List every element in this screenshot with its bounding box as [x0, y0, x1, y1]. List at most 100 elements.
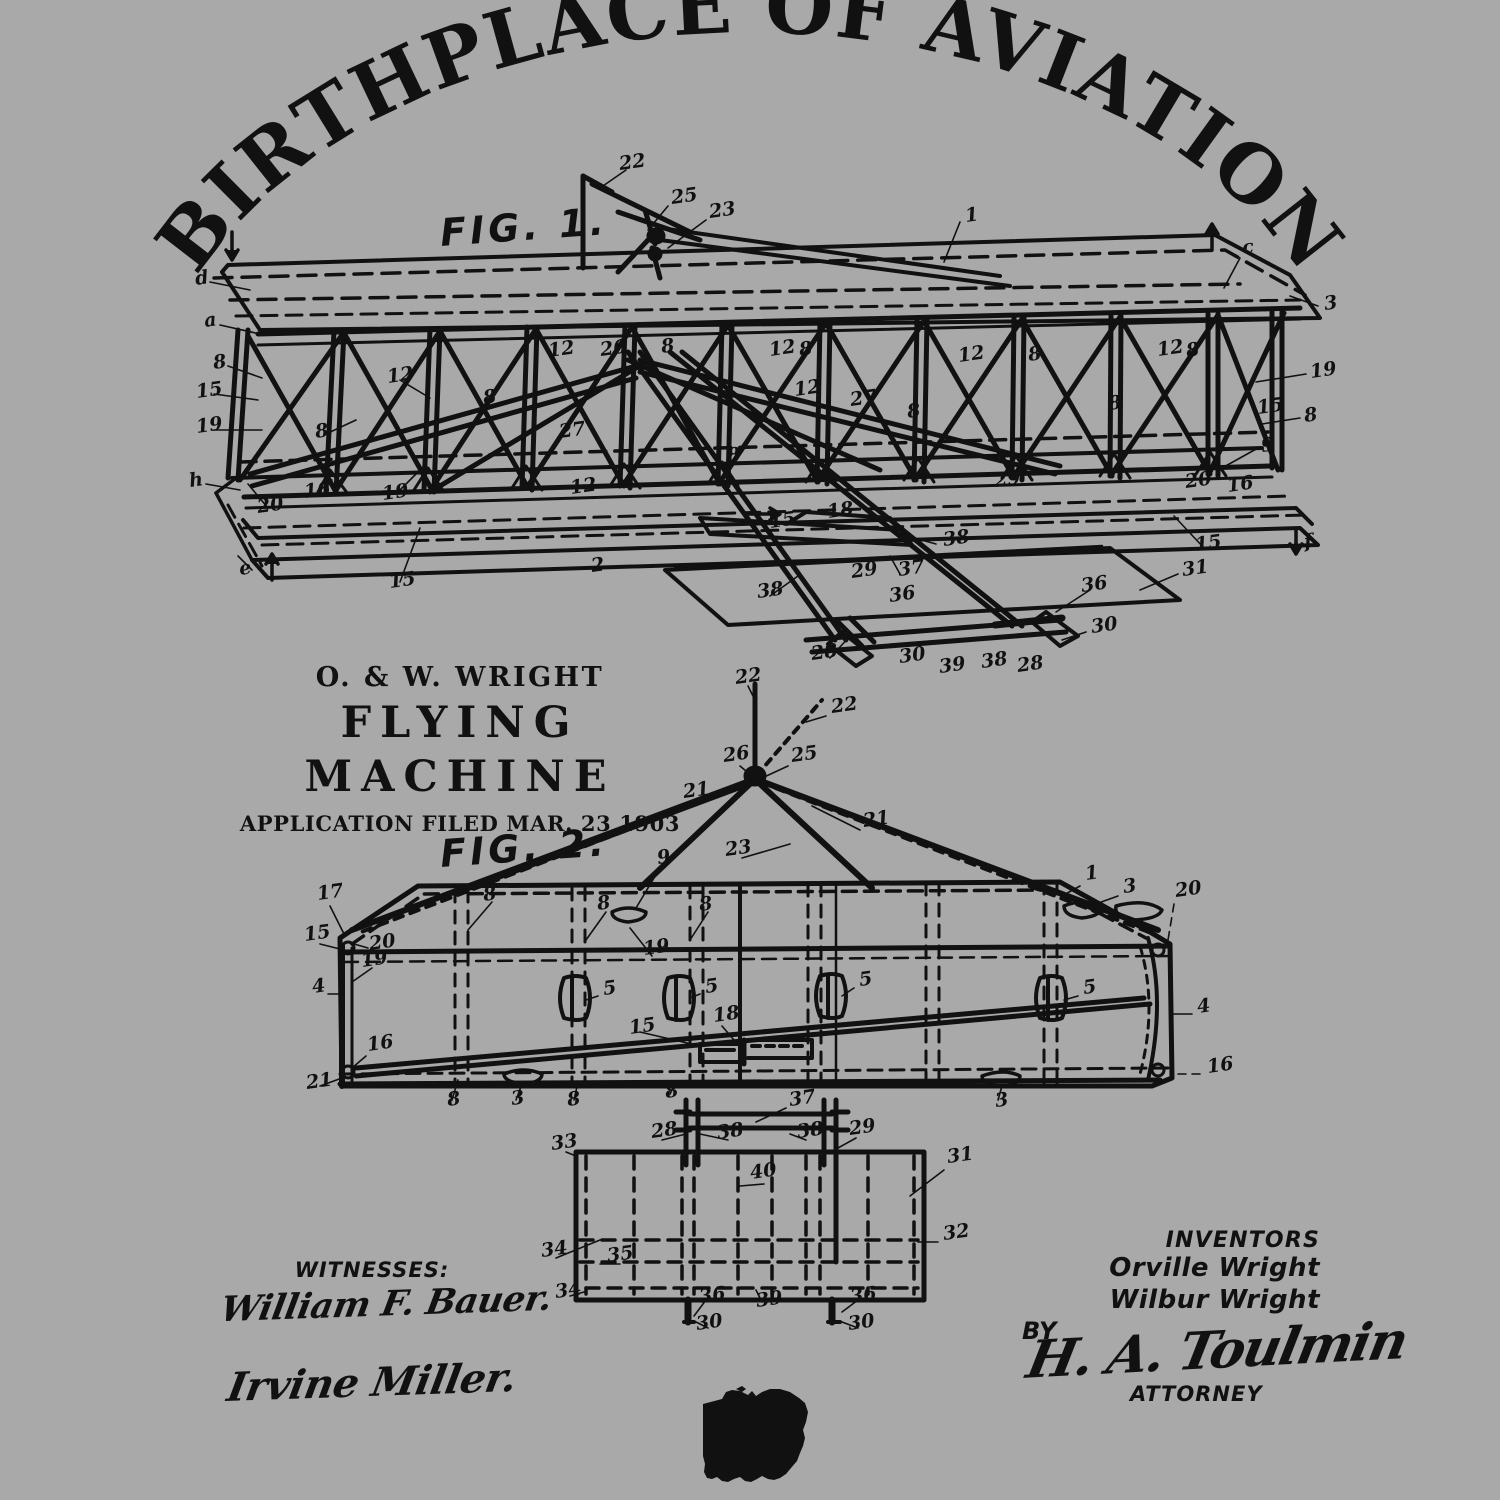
- fig1-callout-19-9: 19: [381, 479, 410, 504]
- fig1-callout-h-5: h: [188, 468, 205, 492]
- fig1-callout-3-33: 3: [1323, 291, 1339, 315]
- fig1-callout-30-57: 30: [898, 642, 927, 667]
- fig1-callout-30-55: 30: [1090, 612, 1119, 637]
- fig1-callout-36-52: 36: [888, 581, 917, 606]
- ohio-state-silhouette: [703, 1386, 808, 1482]
- fig2-callout-8-17: 8: [697, 892, 714, 916]
- fig2-callout-5-22: 5: [1082, 975, 1098, 999]
- fig1-callout-8-25: 8: [725, 443, 742, 467]
- fig1-callout-26-15: 26: [598, 335, 628, 361]
- fig1-callout-31-54: 31: [1181, 555, 1210, 580]
- fig2-callout-18-24: 18: [712, 1001, 741, 1026]
- fig1-callout-20-44: 20: [1183, 467, 1213, 493]
- fig2-callout-16-12: 16: [366, 1030, 395, 1055]
- fig2-callout-8-33: 8: [663, 1079, 680, 1103]
- fig1-callout-12-20: 12: [768, 335, 797, 360]
- fig2-callout-15-8: 15: [303, 920, 332, 945]
- inventors-block: INVENTORS Orville Wright Wilbur Wright: [1000, 1228, 1320, 1316]
- fig2-callout-19-10: 19: [360, 946, 389, 971]
- fig1-callout-20-6: 20: [255, 492, 285, 518]
- fig2-callout-5-20: 5: [704, 974, 720, 998]
- fig1-callout-23-30: 23: [707, 197, 737, 223]
- fig1-callout-12-34: 12: [957, 341, 986, 366]
- fig2-callout-21-5: 21: [861, 806, 891, 832]
- fig1-callout-22-28: 22: [617, 149, 647, 175]
- fig1-callout-12-18: 12: [569, 473, 598, 498]
- fig1-callout-2-19: 2: [589, 553, 606, 577]
- fig2-callout-21-4: 21: [681, 777, 711, 803]
- fig2-callout-36-47: 36: [698, 1282, 727, 1307]
- fig1-callout-8-38: 8: [1184, 338, 1201, 362]
- fig2-callout-26-2: 26: [721, 741, 751, 767]
- fig1-callout-38-59: 38: [980, 647, 1009, 672]
- fig1-callout-27-23: 27: [848, 385, 878, 411]
- fig2-callout-21-13: 21: [304, 1068, 334, 1094]
- fig2-callout-8-32: 8: [565, 1087, 582, 1111]
- fig1-callout-8-11: 8: [313, 419, 330, 443]
- fig2-callout-3-26: 3: [1122, 874, 1138, 898]
- fig1-callout-39-58: 39: [938, 652, 967, 677]
- fig2-callout-38-38: 38: [796, 1117, 825, 1142]
- fig1-callout-15-40: 15: [1256, 393, 1285, 418]
- fig2-callout-30-51: 30: [847, 1309, 876, 1334]
- inventor-name-1: Orville Wright: [1109, 1253, 1320, 1283]
- fig1-callout-8-24: 8: [905, 399, 922, 423]
- by-label: BY: [1022, 1317, 1057, 1345]
- fig2-callout-3-31: 3: [510, 1086, 526, 1110]
- witnesses-block: WITNESSES: William F. Bauer. Irvine Mill…: [217, 1258, 555, 1411]
- fig2-callout-5-19: 5: [602, 976, 618, 1000]
- fig2-callout-20-27: 20: [1173, 876, 1203, 902]
- fig1-callout-18-27: 18: [826, 497, 855, 522]
- fig1-callout-8-2: 8: [211, 350, 228, 374]
- fig2-callout-33-40: 33: [550, 1129, 579, 1154]
- fig2-callout-3-34: 3: [994, 1088, 1010, 1112]
- fig2-callout-28-36: 28: [649, 1117, 679, 1143]
- fig1-callout-d-0: d: [194, 266, 210, 290]
- fig2-callout-19-18: 19: [642, 934, 671, 959]
- fig2-callout-34-44: 34: [540, 1236, 569, 1261]
- fig2-callout-31-42: 31: [946, 1142, 975, 1167]
- fig1-callout-15-3: 15: [195, 377, 224, 402]
- fig2-callout-25-3: 25: [789, 741, 819, 767]
- fig2-callout-30-50: 30: [695, 1309, 724, 1334]
- fig2-callout-5-21: 5: [858, 967, 874, 991]
- fig2-callout-20-9: 20: [367, 929, 397, 955]
- witnesses-caption: WITNESSES:: [294, 1258, 450, 1282]
- fig2-callout-8-16: 8: [595, 891, 612, 915]
- fig1-callout-8-35: 8: [1026, 342, 1043, 366]
- fig1-callout-15-26: 15: [768, 507, 797, 532]
- fig1-callout-12-22: 12: [793, 375, 822, 400]
- fig2-callout-16-29: 16: [1206, 1052, 1235, 1077]
- attorney-caption: ATTORNEY: [1130, 1382, 1263, 1406]
- fig2-callout-9-15: 9: [656, 845, 672, 869]
- fig1-callout-8-16: 8: [659, 334, 676, 358]
- fig2-callout-36-49: 36: [849, 1282, 878, 1307]
- fig1-callout-16-45: 16: [1226, 471, 1255, 496]
- fig1-callout-27-17: 27: [557, 417, 587, 443]
- fig1-callout-12-14: 12: [547, 336, 576, 361]
- fig1-callout-29-43: 29: [992, 466, 1022, 492]
- fig1-callout-1-31: 1: [964, 203, 980, 227]
- fig1-callout-25-29: 25: [669, 183, 699, 209]
- fig1-callout-a-1: a: [203, 308, 218, 331]
- fig2-callout-38-37: 38: [716, 1118, 745, 1143]
- inventors-caption: INVENTORS: [1165, 1228, 1320, 1253]
- fig1-callout-36-53: 36: [1080, 571, 1109, 596]
- fig1-callout-28-60: 28: [1015, 651, 1045, 677]
- fig2-callout-35-45: 35: [606, 1241, 635, 1266]
- fig2-callout-22-1: 22: [829, 692, 859, 718]
- fig1-callout-16-8: 16: [303, 477, 332, 502]
- fig2-callout-8-14: 8: [481, 882, 498, 906]
- fig1-callout-8-41: 8: [1302, 403, 1319, 427]
- fig1-callout-15-10: 15: [388, 567, 417, 592]
- fig2-callout-37-35: 37: [788, 1085, 817, 1110]
- fig2-callout-32-43: 32: [942, 1219, 971, 1244]
- fig1-callout-8-13: 8: [481, 385, 498, 409]
- fig1-callout-19-36: 19: [1309, 357, 1338, 382]
- fig2-callout-15-23: 15: [628, 1013, 657, 1038]
